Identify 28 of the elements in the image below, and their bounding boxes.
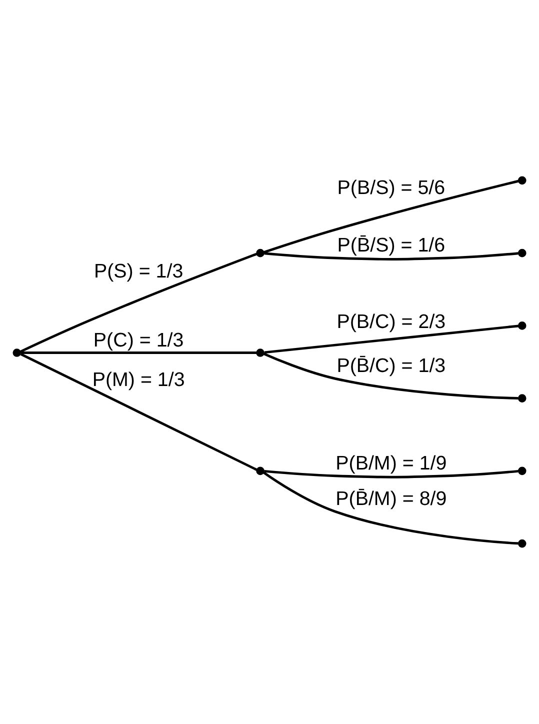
edge-label: P(B̄/C) = 1/3 bbox=[336, 355, 446, 378]
node-point bbox=[256, 466, 264, 476]
connector bbox=[264, 252, 518, 260]
node-point bbox=[256, 248, 264, 258]
edge-label: P(B̄/S) = 1/6 bbox=[337, 234, 446, 257]
connector bbox=[263, 352, 518, 400]
edge-label: P(B/M) = 1/9 bbox=[336, 452, 447, 474]
edge-label: P(B̄/M) = 8/9 bbox=[336, 488, 447, 510]
edge-label: P(S) = 1/3 bbox=[94, 260, 184, 282]
node-point bbox=[518, 466, 526, 476]
node-point bbox=[518, 248, 526, 258]
edge-label: P(C) = 1/3 bbox=[93, 329, 184, 352]
connector bbox=[264, 324, 518, 354]
connector bbox=[20, 252, 258, 353]
node-point bbox=[518, 539, 526, 548]
node-point bbox=[256, 348, 264, 357]
connector bbox=[264, 470, 518, 478]
connector bbox=[20, 352, 257, 354]
connector bbox=[262, 471, 518, 545]
edge-label: P(M) = 1/3 bbox=[92, 368, 185, 391]
node-point bbox=[518, 394, 526, 402]
edge-label: P(B/S) = 5/6 bbox=[337, 176, 446, 199]
node-point bbox=[12, 348, 22, 357]
node-point bbox=[518, 322, 526, 330]
connector bbox=[20, 353, 258, 471]
edge-label: P(B/C) = 2/3 bbox=[336, 310, 446, 333]
node-point bbox=[518, 176, 526, 185]
connector bbox=[263, 180, 519, 254]
